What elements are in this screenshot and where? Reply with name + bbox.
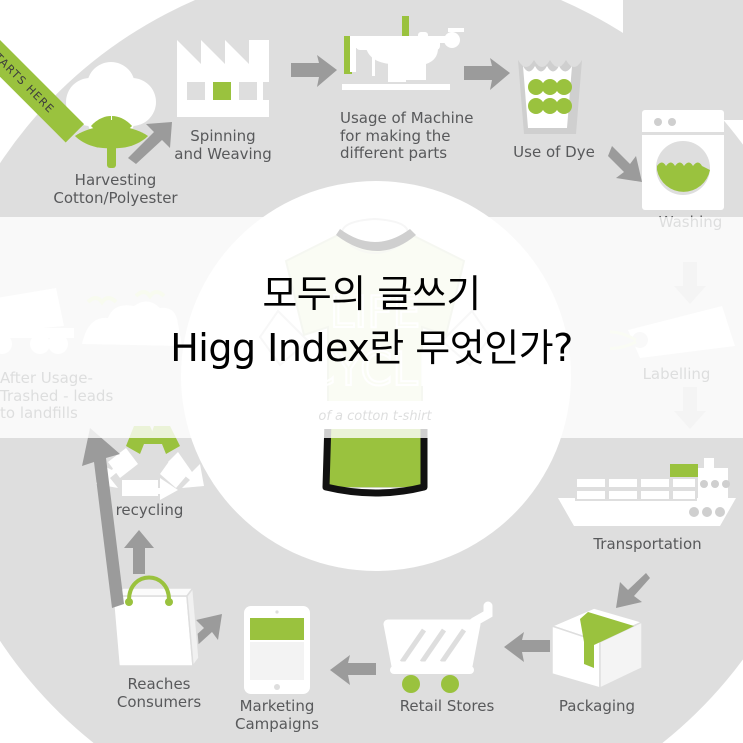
arrow-machine-to-dye bbox=[462, 58, 512, 94]
arrow-dye-to-washing bbox=[604, 140, 650, 188]
step-label-recycling: recycling bbox=[115, 501, 184, 519]
step-label-transportation: Transportation bbox=[593, 535, 702, 553]
step-packaging: Packaging bbox=[538, 600, 656, 716]
shopping-bag-icon bbox=[95, 566, 223, 674]
step-harvesting: Harvesting Cotton/Polyester bbox=[28, 60, 203, 207]
overlay-title-line-1: 모두의 글쓰기 bbox=[262, 272, 481, 316]
arrow-consumers-to-recycling bbox=[122, 528, 156, 576]
arrow-spinning-to-machine bbox=[289, 55, 339, 91]
step-label-landfill: After Usage- Trashed - leads to landfill… bbox=[0, 369, 114, 423]
shirt-caption: of a cotton t-shirt bbox=[318, 409, 432, 424]
tablet-icon bbox=[222, 600, 332, 696]
step-consumers: Reaches Consumers bbox=[95, 566, 223, 711]
arrow-retail-to-marketing bbox=[330, 655, 376, 689]
step-label-washing: Washing bbox=[658, 213, 723, 231]
step-label-retail: Retail Stores bbox=[399, 697, 495, 715]
overlay-title-line-2: Higg Index란 무엇인가? bbox=[170, 325, 573, 370]
step-marketing: Marketing Campaigns bbox=[222, 600, 332, 733]
step-transportation: Transportation bbox=[552, 446, 743, 554]
sewing-machine-icon bbox=[330, 14, 498, 100]
step-spinning: Spinning and Weaving bbox=[153, 22, 293, 163]
background-corner-fill bbox=[623, 0, 743, 120]
cargo-ship-icon bbox=[552, 446, 743, 534]
step-machine-usage: Usage of Machine for making the differen… bbox=[330, 14, 498, 163]
arrow-landfill-to-recycling bbox=[46, 422, 226, 612]
step-label-dye: Use of Dye bbox=[513, 143, 595, 161]
washing-machine-icon bbox=[638, 108, 743, 212]
shopping-cart-icon bbox=[378, 600, 516, 696]
package-box-icon bbox=[538, 600, 656, 696]
step-label-harvesting: Harvesting Cotton/Polyester bbox=[53, 171, 178, 207]
arrow-labelling-to-transportation bbox=[672, 385, 708, 431]
arrow-packaging-to-retail bbox=[504, 632, 550, 666]
cotton-plant-icon bbox=[28, 60, 203, 170]
step-label-machine-usage: Usage of Machine for making the differen… bbox=[340, 109, 474, 163]
step-washing: Washing bbox=[638, 108, 743, 232]
step-label-consumers: Reaches Consumers bbox=[116, 675, 202, 711]
step-label-marketing: Marketing Campaigns bbox=[234, 697, 319, 733]
step-retail: Retail Stores bbox=[378, 600, 516, 716]
step-label-spinning: Spinning and Weaving bbox=[174, 127, 272, 163]
step-label-packaging: Packaging bbox=[558, 697, 636, 715]
factory-icon bbox=[153, 22, 293, 122]
arrow-transportation-to-packaging bbox=[608, 570, 654, 616]
dye-bucket-icon bbox=[498, 50, 610, 142]
overlay-title: 모두의 글쓰기 Higg Index란 무엇인가? bbox=[0, 268, 743, 376]
arrow-harvesting-to-spinning bbox=[124, 118, 176, 164]
step-dye: Use of Dye bbox=[498, 50, 610, 162]
